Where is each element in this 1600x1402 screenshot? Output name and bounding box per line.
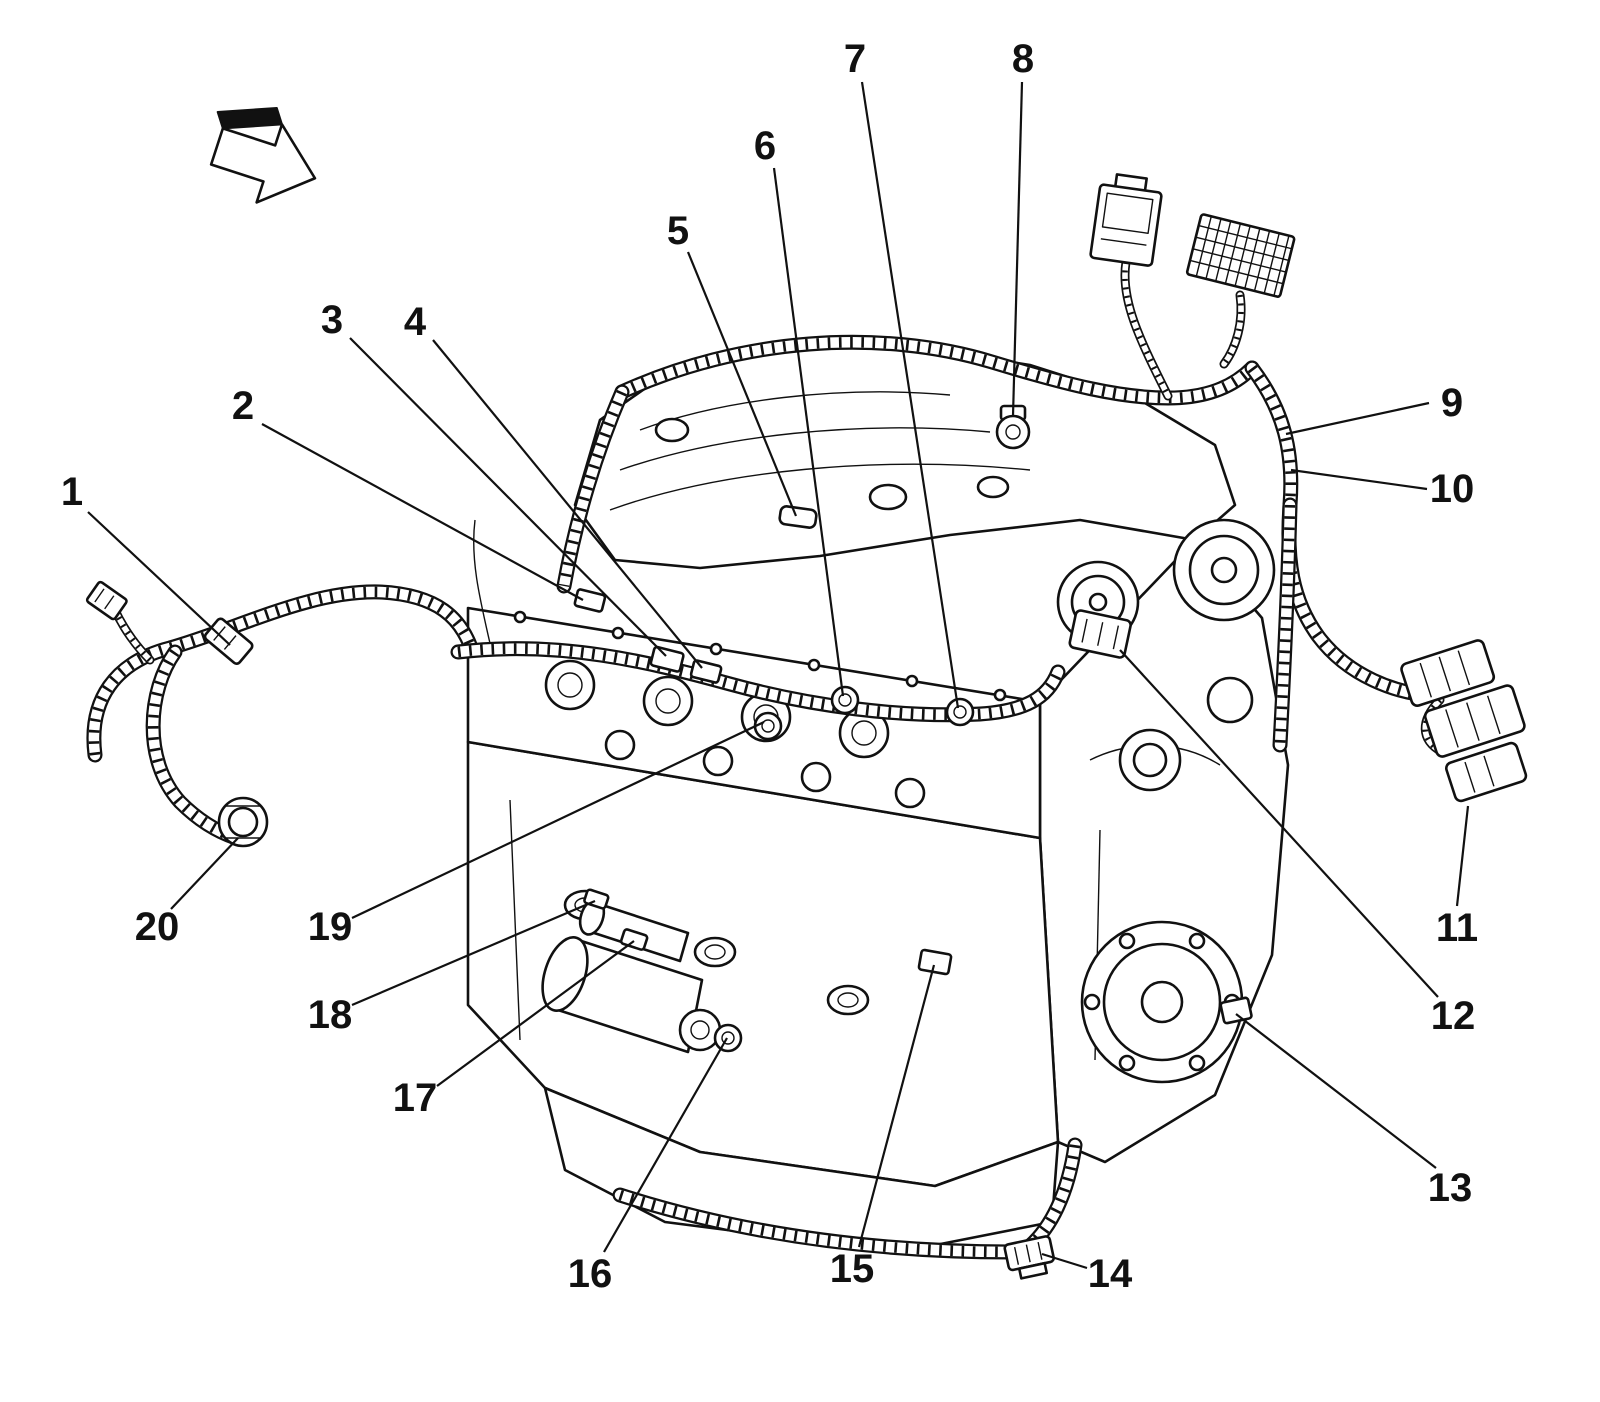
callout-14-leader — [1041, 1252, 1088, 1270]
callout-11-leader — [1455, 805, 1470, 907]
callout-15-leader — [857, 964, 936, 1248]
callout-15-label: 15 — [830, 1247, 875, 1291]
callout-9-leader — [1285, 401, 1430, 436]
starter-motor — [541, 898, 722, 1054]
callout-2-leader — [261, 423, 584, 601]
connector-engine-harness-c2-grid — [1185, 213, 1296, 298]
callout-3-leader — [349, 337, 667, 657]
connector-cluster-right — [1400, 639, 1528, 803]
callout-4-leader — [432, 339, 703, 669]
callout-8-label: 8 — [1012, 37, 1034, 81]
callout-14-label: 14 — [1088, 1252, 1133, 1296]
callout-8-leader — [1011, 81, 1024, 417]
callout-9-label: 9 — [1441, 381, 1463, 425]
callout-20-leader — [170, 837, 239, 910]
callout-18-label: 18 — [308, 993, 353, 1037]
connector-left-harness — [203, 617, 254, 665]
callout-13-leader — [1235, 1013, 1437, 1169]
front-direction-arrow-icon — [209, 107, 317, 204]
intake-manifold — [573, 343, 1237, 570]
sensor-13 — [1219, 996, 1253, 1025]
sensor-3 — [649, 645, 685, 673]
sensor-4 — [689, 659, 723, 684]
callout-5-label: 5 — [667, 209, 689, 253]
callout-7-leader — [860, 81, 960, 709]
sensor-7 — [945, 697, 975, 727]
connector-engine-harness-c1 — [1089, 173, 1163, 267]
connector-bottom-14 — [1003, 1235, 1055, 1280]
callout-13-label: 13 — [1428, 1166, 1473, 1210]
callout-16-label: 16 — [568, 1252, 613, 1296]
callout-19-label: 19 — [308, 905, 353, 949]
callout-10-leader — [1290, 468, 1428, 491]
callout-10-label: 10 — [1430, 467, 1475, 511]
callout-12-leader — [1119, 649, 1439, 998]
callout-11-label: 11 — [1436, 906, 1478, 950]
sensor-6 — [830, 685, 860, 715]
sensor-5 — [778, 505, 818, 529]
sensor-19 — [753, 711, 783, 741]
callout-19-leader — [351, 721, 765, 919]
callout-16-leader — [603, 1037, 728, 1253]
callout-20-label: 20 — [135, 905, 180, 949]
callout-1-leader — [87, 511, 231, 646]
sensor-12-connector — [1068, 609, 1132, 659]
callout-5-leader — [686, 251, 798, 517]
callout-7-label: 7 — [844, 37, 866, 81]
callout-3-label: 3 — [321, 298, 343, 342]
callout-2-label: 2 — [232, 384, 254, 428]
callout-4-label: 4 — [404, 300, 427, 344]
throttle-body — [1172, 518, 1276, 622]
sensor-16 — [713, 1023, 743, 1053]
round-connector-20 — [217, 796, 269, 848]
callout-6-leader — [772, 167, 845, 697]
callout-17-label: 17 — [393, 1076, 438, 1120]
sensor-15 — [917, 948, 953, 976]
valve-cover — [466, 519, 1042, 840]
connector-top-left-of-harness — [85, 580, 128, 621]
callout-12-label: 12 — [1431, 994, 1476, 1038]
callout-17-leader — [436, 940, 635, 1087]
sensor-2 — [573, 588, 607, 613]
callout-1-label: 1 — [61, 470, 83, 514]
callout-6-label: 6 — [754, 124, 776, 168]
callout-18-leader — [351, 899, 596, 1007]
